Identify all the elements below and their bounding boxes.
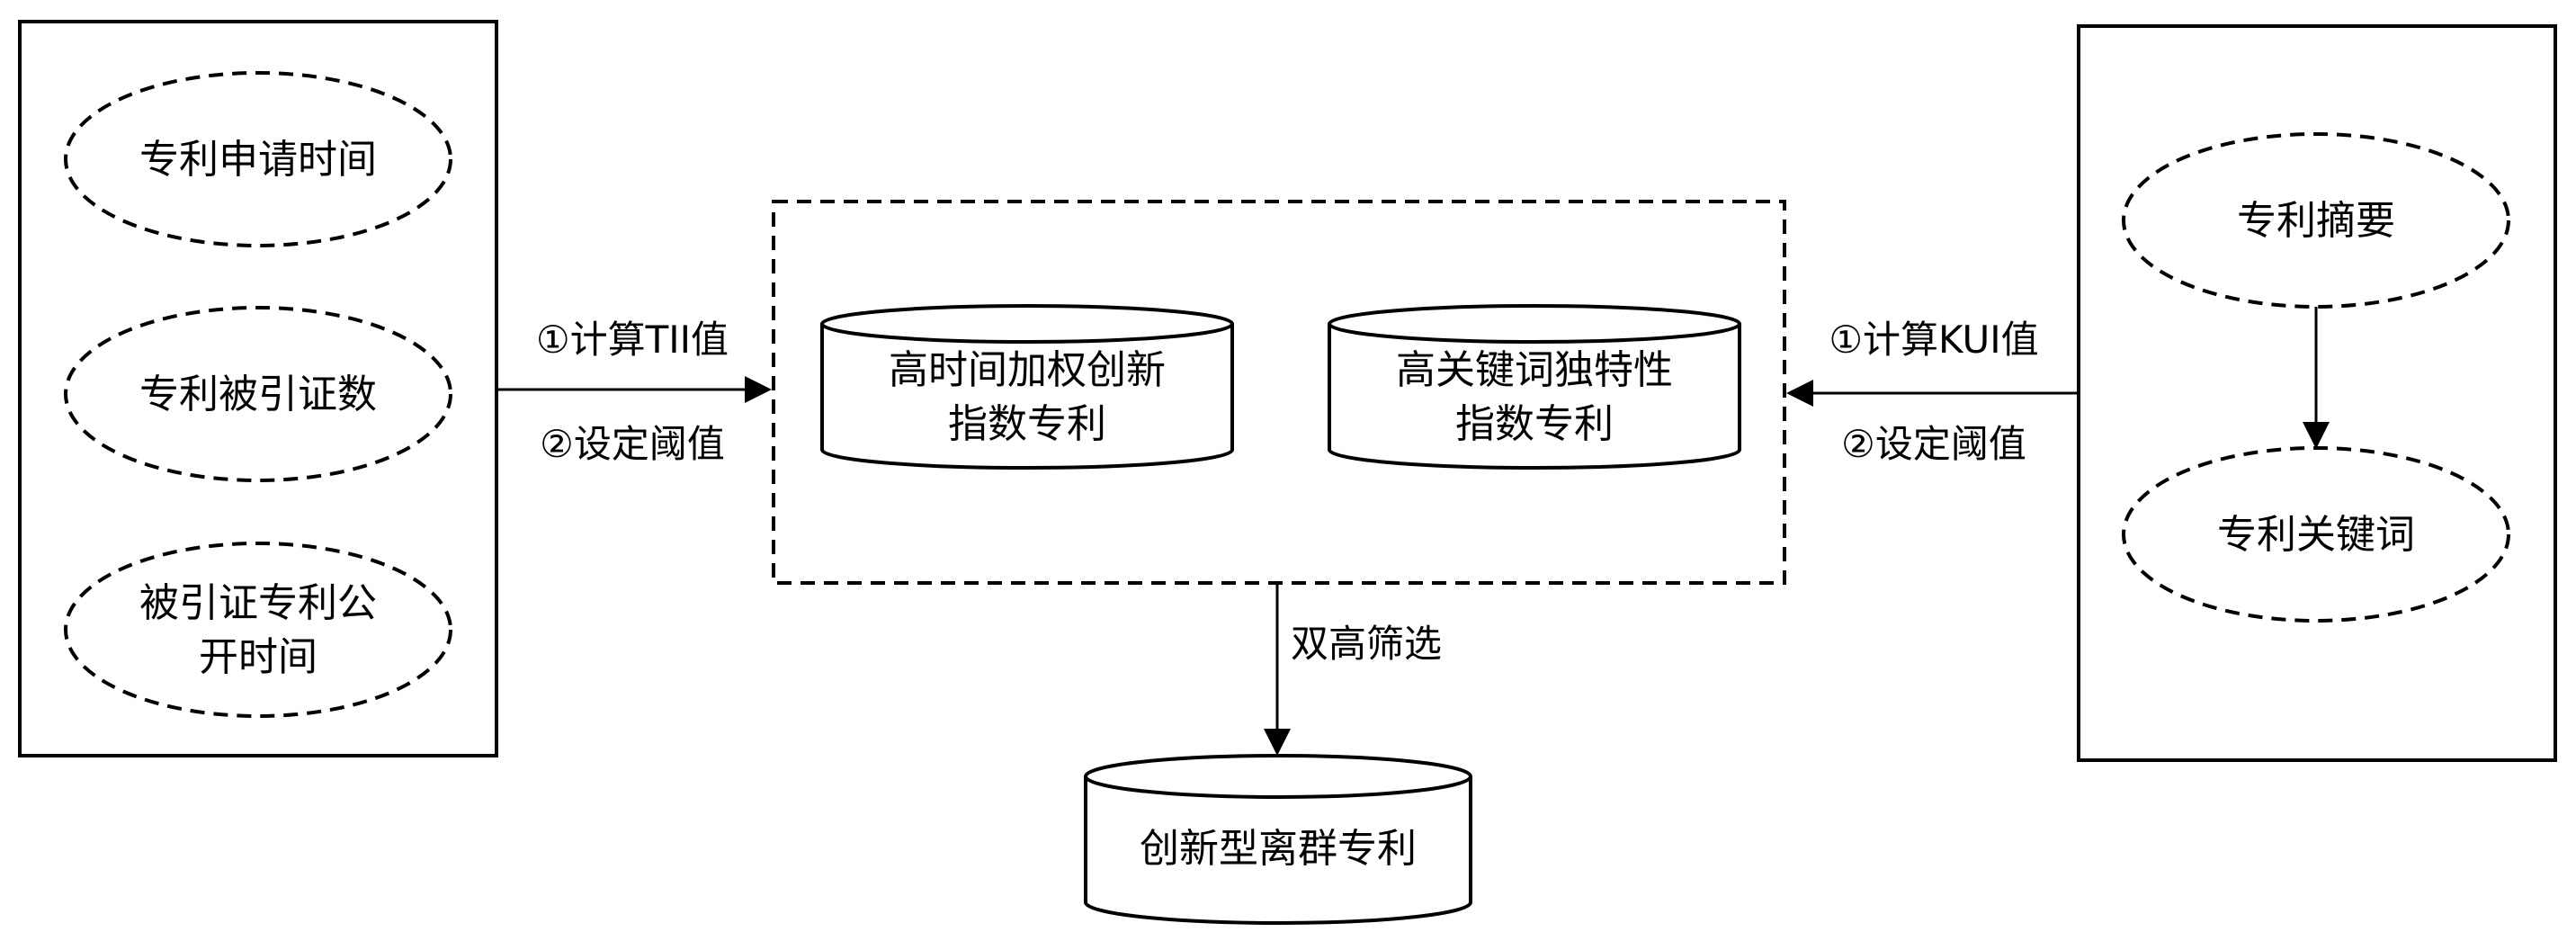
left-arrow-label-bottom: ②设定阈值	[540, 422, 725, 466]
db-keyword-uniqueness-line1: 高关键词独特性	[1396, 347, 1673, 393]
left-arrow-label-top: ①计算TII值	[536, 318, 729, 362]
db-keyword-uniqueness-line2: 指数专利	[1455, 401, 1614, 447]
db-innovative-outlier-label: 创新型离群专利	[1140, 826, 1417, 872]
ellipse-cited-publication-time-line1: 被引证专利公	[139, 580, 377, 626]
db-innovative-outlier-patents: 创新型离群专利	[1084, 754, 1472, 925]
ellipse-cited-publication-time: 被引证专利公 开时间	[64, 542, 452, 718]
ellipse-citation-count: 专利被引证数	[64, 306, 452, 482]
db-time-weighted-line1: 高时间加权创新	[889, 347, 1166, 393]
ellipse-keywords-label: 专利关键词	[2217, 512, 2415, 558]
ellipse-application-time-label: 专利申请时间	[139, 137, 377, 183]
db-time-weighted-innovation: 高时间加权创新 指数专利	[820, 304, 1234, 470]
ellipse-application-time: 专利申请时间	[64, 71, 452, 247]
ellipse-citation-count-label: 专利被引证数	[139, 372, 377, 417]
ellipse-keywords: 专利关键词	[2122, 446, 2510, 623]
ellipse-abstract-label: 专利摘要	[2237, 198, 2395, 244]
ellipse-abstract: 专利摘要	[2122, 132, 2510, 309]
db-time-weighted-line2: 指数专利	[948, 401, 1106, 447]
right-arrow-label-bottom: ②设定阈值	[1841, 422, 2026, 466]
ellipse-cited-publication-time-line2: 开时间	[199, 634, 318, 680]
down-arrow-label: 双高筛选	[1291, 622, 1442, 666]
right-source-box	[2077, 24, 2557, 762]
center-dashed-box	[772, 200, 1786, 585]
right-arrow-label-top: ①计算KUI值	[1829, 318, 2038, 362]
db-keyword-uniqueness: 高关键词独特性 指数专利	[1328, 304, 1741, 470]
